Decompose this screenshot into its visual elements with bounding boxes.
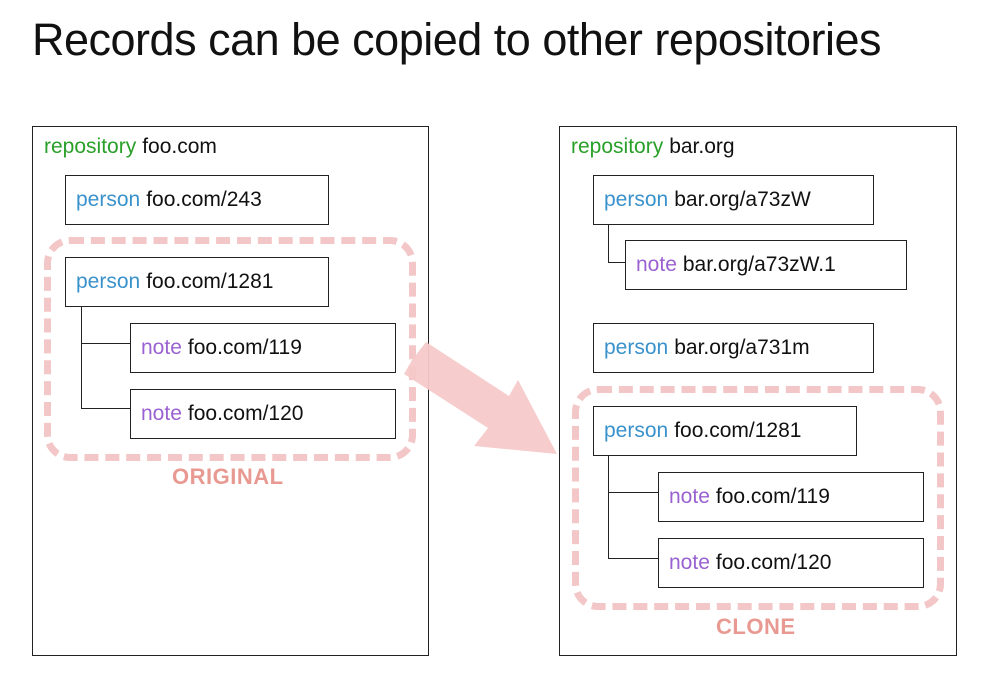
original-label: ORIGINAL — [172, 464, 284, 489]
person-keyword: person — [604, 188, 669, 211]
record-id: bar.org/a731m — [674, 336, 810, 359]
note-keyword: note — [141, 336, 182, 359]
repository-keyword: repository — [44, 135, 137, 158]
note-keyword: note — [141, 402, 182, 425]
copy-arrow-shape — [404, 342, 557, 454]
repository-keyword: repository — [571, 135, 664, 158]
connector-line — [608, 225, 626, 263]
record-id: foo.com/120 — [187, 402, 304, 425]
connector-line — [608, 456, 659, 559]
record-id: bar.org/a73zW.1 — [682, 253, 836, 276]
note-keyword: note — [669, 551, 710, 574]
clone-highlight — [572, 386, 944, 610]
person-keyword: person — [604, 419, 669, 442]
slide-title: Records can be copied to other repositor… — [32, 14, 882, 65]
person-keyword: person — [76, 270, 141, 293]
repository-name: foo.com — [142, 135, 217, 158]
note-keyword: note — [669, 485, 710, 508]
record-id: foo.com/1281 — [146, 270, 274, 293]
record-id: foo.com/120 — [715, 551, 832, 574]
record-id: foo.com/119 — [715, 485, 830, 508]
note-keyword: note — [636, 253, 677, 276]
clone-label: CLONE — [716, 614, 796, 639]
person-keyword: person — [76, 188, 141, 211]
person-keyword: person — [604, 336, 669, 359]
record-id: foo.com/119 — [187, 336, 302, 359]
connector-line — [81, 307, 131, 409]
repository-name: bar.org — [669, 135, 735, 158]
record-id: bar.org/a73zW — [674, 188, 811, 211]
original-highlight — [44, 237, 416, 461]
record-id: foo.com/243 — [146, 188, 262, 211]
record-id: foo.com/1281 — [674, 419, 802, 442]
